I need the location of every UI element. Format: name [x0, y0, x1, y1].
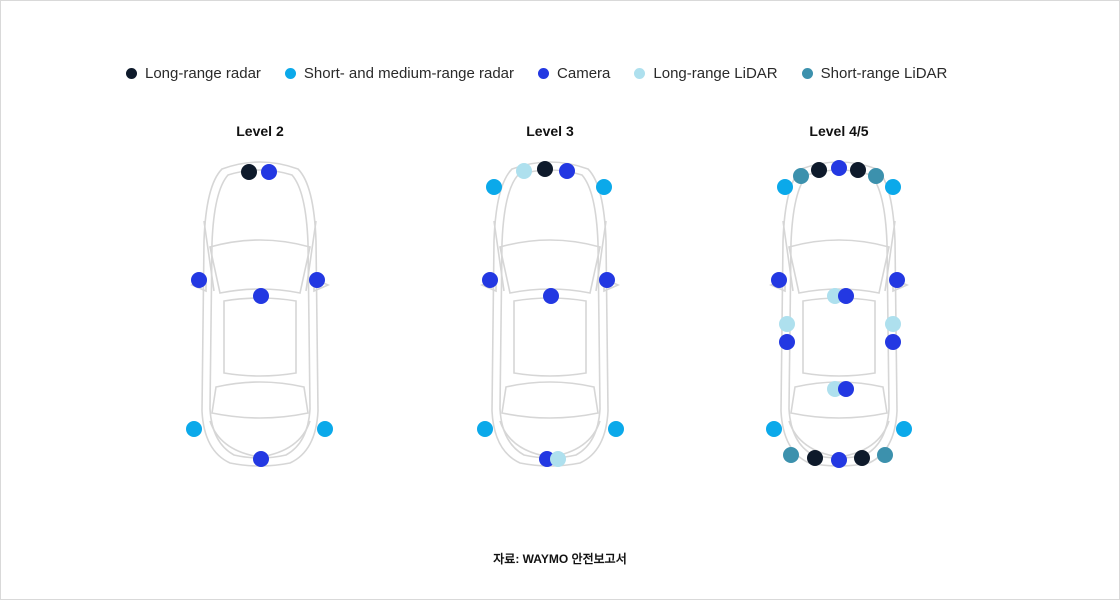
camera-sensor [261, 164, 277, 180]
short-medium-range-radar-sensor [896, 421, 912, 437]
short-range-lidar-sensor [783, 447, 799, 463]
car-level-4-5 [759, 151, 919, 471]
legend-label: Short-range LiDAR [820, 65, 948, 82]
long-range-lidar-sensor [885, 316, 901, 332]
legend-item-short-range-lidar: Short-range LiDAR [801, 65, 948, 82]
camera-sensor [771, 272, 787, 288]
camera-sensor [543, 288, 559, 304]
short-medium-range-radar-sensor [766, 421, 782, 437]
long-range-radar-sensor [537, 161, 553, 177]
camera-sensor [309, 272, 325, 288]
short-medium-range-radar-sensor [486, 179, 502, 195]
legend-label: Camera [557, 65, 611, 82]
short-medium-range-radar-sensor [186, 421, 202, 437]
legend-label: Long-range LiDAR [653, 65, 778, 82]
level-4-5-title: Level 4/5 [809, 123, 869, 139]
long-range-lidar-sensor [516, 163, 532, 179]
short-medium-range-radar-sensor [317, 421, 333, 437]
car-level-2 [180, 151, 340, 471]
camera-swatch [538, 68, 550, 79]
short-medium-range-radar-sensor [885, 179, 901, 195]
long-range-lidar-swatch [634, 68, 646, 79]
short-medium-range-radar-sensor [608, 421, 624, 437]
long-range-radar-sensor [807, 450, 823, 466]
camera-sensor [889, 272, 905, 288]
level-3-title: Level 3 [526, 123, 574, 139]
legend-label: Short- and medium-range radar [303, 65, 515, 82]
short-range-lidar-swatch [801, 68, 813, 79]
legend-item-camera: Camera [538, 65, 610, 82]
camera-sensor [599, 272, 615, 288]
camera-sensor [253, 288, 269, 304]
camera-sensor [831, 452, 847, 468]
long-range-radar-sensor [854, 450, 870, 466]
long-range-lidar-sensor [779, 316, 795, 332]
camera-sensor [838, 288, 854, 304]
legend-item-long-range-radar: Long-range radar [126, 65, 261, 82]
short-medium-range-radar-sensor [777, 179, 793, 195]
camera-sensor [838, 381, 854, 397]
camera-sensor [559, 163, 575, 179]
short-medium-range-radar-swatch [284, 68, 296, 79]
short-medium-range-radar-sensor [596, 179, 612, 195]
long-range-radar-sensor [811, 162, 827, 178]
camera-sensor [779, 334, 795, 350]
short-range-lidar-sensor [877, 447, 893, 463]
long-range-radar-swatch [126, 68, 137, 79]
long-range-lidar-sensor [550, 451, 566, 467]
camera-sensor [885, 334, 901, 350]
camera-sensor [831, 160, 847, 176]
car-level-3 [470, 151, 630, 471]
short-medium-range-radar-sensor [477, 421, 493, 437]
long-range-radar-sensor [241, 164, 257, 180]
source-caption: 자료: WAYMO 안전보고서 [493, 552, 627, 566]
camera-sensor [191, 272, 207, 288]
legend-label: Long-range radar [145, 65, 261, 82]
level-2-title: Level 2 [236, 123, 284, 139]
camera-sensor [253, 451, 269, 467]
long-range-radar-sensor [850, 162, 866, 178]
legend-item-long-range-lidar: Long-range LiDAR [634, 65, 778, 82]
legend: Long-range radar Short- and medium-range… [126, 65, 971, 82]
short-range-lidar-sensor [793, 168, 809, 184]
legend-item-short-medium-range-radar: Short- and medium-range radar [284, 65, 515, 82]
short-range-lidar-sensor [868, 168, 884, 184]
camera-sensor [482, 272, 498, 288]
